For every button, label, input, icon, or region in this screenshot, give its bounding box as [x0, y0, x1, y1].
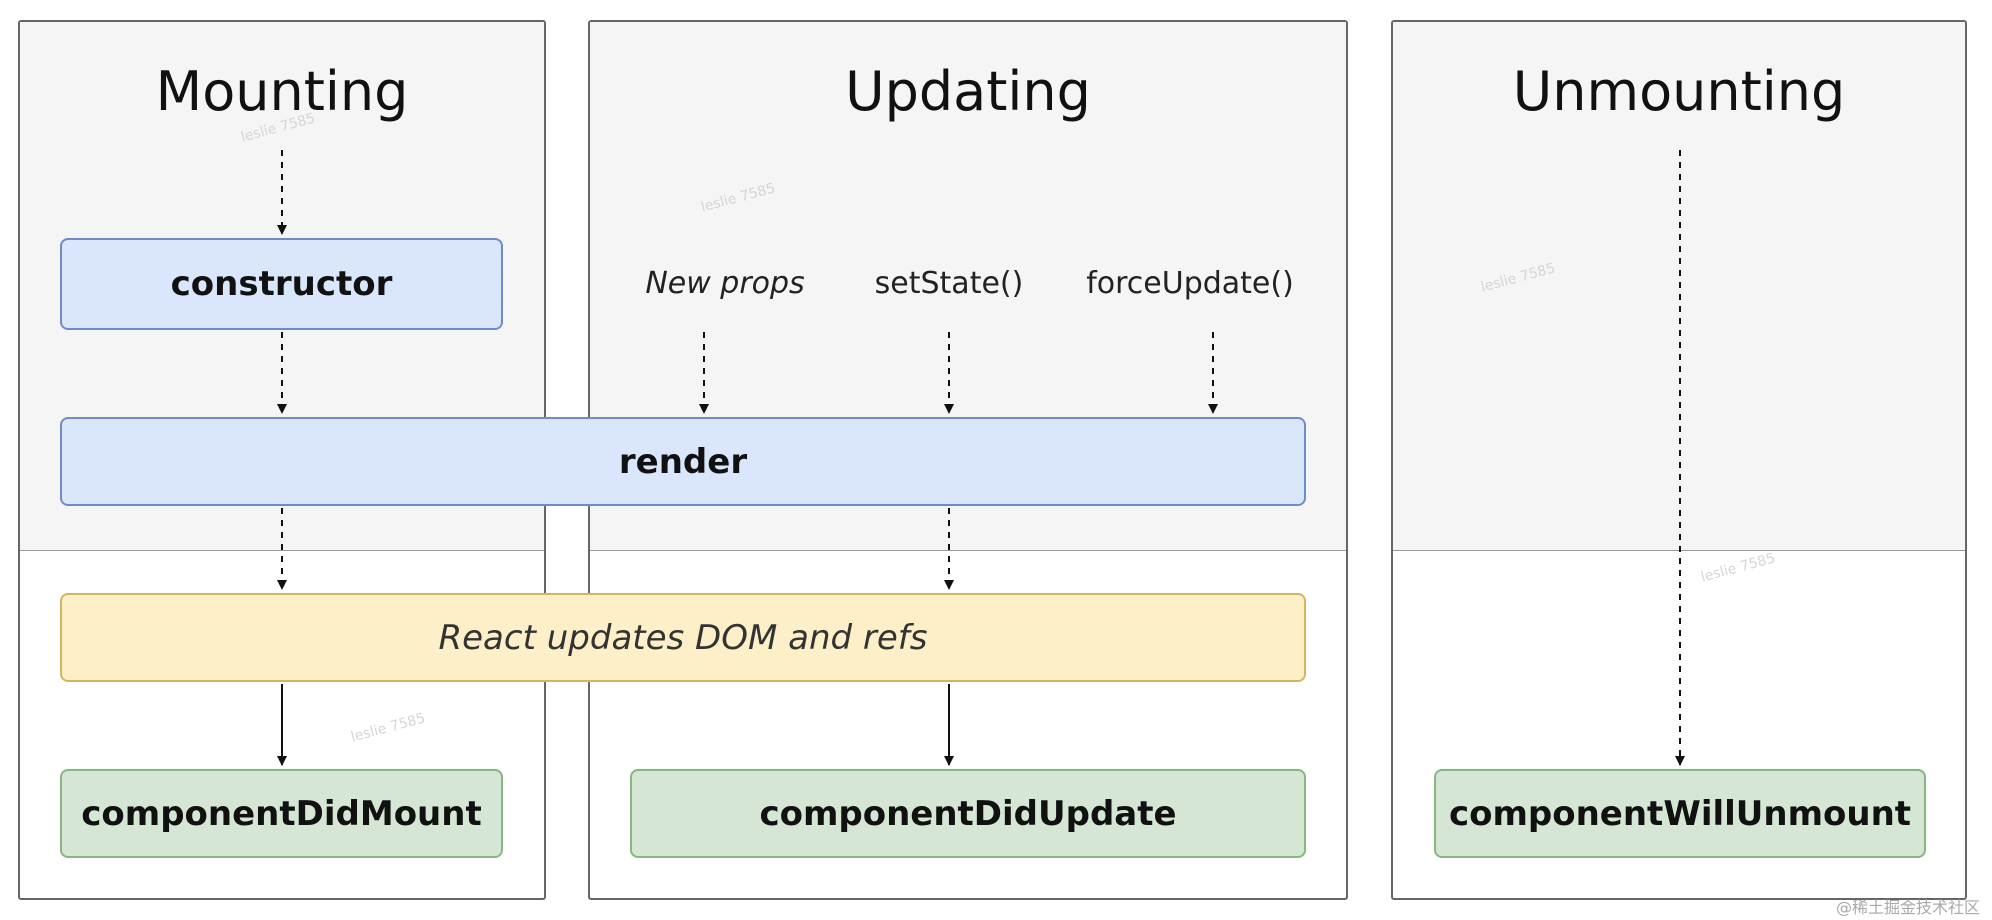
- render-label: render: [618, 441, 748, 482]
- unmounting-title: Unmounting: [1512, 60, 1846, 123]
- constructor-label: constructor: [170, 264, 393, 304]
- trigger-force-update: forceUpdate(): [1086, 266, 1294, 301]
- render-box: render: [60, 417, 1306, 506]
- will-unmount-label: componentWillUnmount: [1448, 793, 1912, 834]
- did-update-label: componentDidUpdate: [759, 793, 1177, 834]
- dom-update-label: React updates DOM and refs: [438, 617, 928, 658]
- did-update-box: componentDidUpdate: [630, 769, 1306, 858]
- will-unmount-box: componentWillUnmount: [1434, 769, 1926, 858]
- trigger-new-props: New props: [645, 266, 805, 301]
- footer-credit: @稀土掘金技术社区: [1835, 898, 1980, 917]
- did-mount-label: componentDidMount: [81, 793, 482, 834]
- trigger-set-state: setState(): [874, 266, 1024, 301]
- did-mount-box: componentDidMount: [60, 769, 503, 858]
- dom-update-box: React updates DOM and refs: [60, 593, 1306, 682]
- constructor-box: constructor: [60, 238, 503, 330]
- updating-title: Updating: [845, 60, 1091, 123]
- mounting-title: Mounting: [155, 60, 409, 123]
